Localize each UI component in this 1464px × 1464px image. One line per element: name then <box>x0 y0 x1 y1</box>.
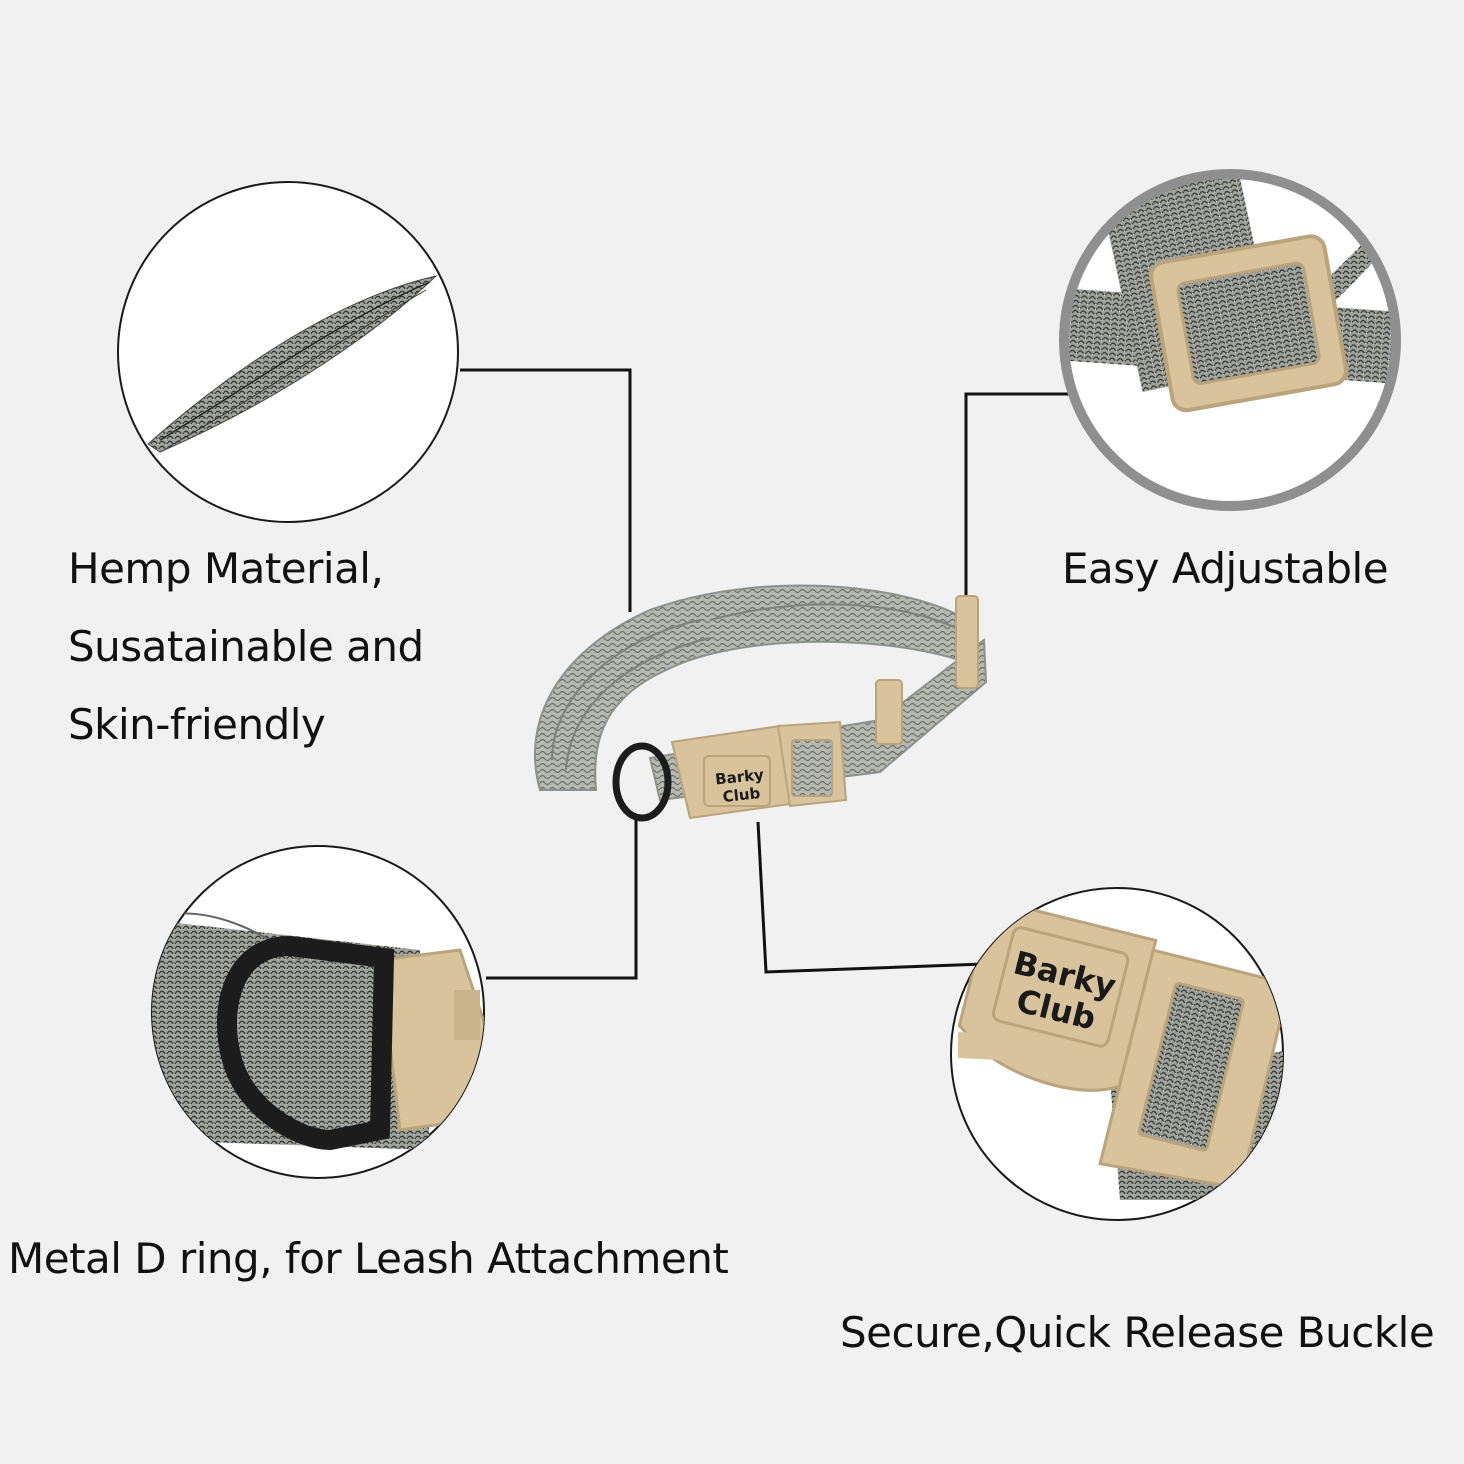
adjustable-caption: Easy Adjustable <box>1062 544 1389 593</box>
buckle-brand-small-line1: Barky <box>714 766 765 789</box>
buckle-caption: Secure,Quick Release Buckle <box>840 1308 1435 1357</box>
adjust-detail-circle <box>1059 169 1401 511</box>
slide-adjuster-icon <box>1064 174 1396 413</box>
adjuster-slide-large <box>955 595 979 689</box>
hemp-detail-circle <box>117 181 459 523</box>
connector-lines <box>460 368 1075 980</box>
collar-main: Barky Club <box>534 584 988 822</box>
buckle-small: Barky Club <box>670 720 848 820</box>
hemp-caption-line-2: Susatainable and <box>68 622 424 671</box>
hemp-caption-line-1: Hemp Material, <box>68 544 384 593</box>
connector-dring <box>486 818 638 980</box>
woven-strand-icon <box>147 275 438 453</box>
hemp-caption-line-3: Skin-friendly <box>68 700 326 749</box>
connector-adjust <box>964 392 1075 598</box>
buckle-detail-circle: Barky Club <box>950 887 1284 1221</box>
d-ring-icon <box>152 912 484 1151</box>
adjuster-slide-small <box>875 679 903 745</box>
connector-buckle <box>756 821 985 974</box>
buckle-brand-small-line2: Club <box>722 784 762 806</box>
connector-hemp <box>460 368 632 612</box>
d-ring-caption: Metal D ring, for Leash Attachment <box>8 1234 729 1283</box>
dring-detail-circle <box>151 845 485 1179</box>
d-ring-small <box>612 742 672 822</box>
hemp-caption: Hemp Material, Susatainable and Skin-fri… <box>68 548 424 782</box>
